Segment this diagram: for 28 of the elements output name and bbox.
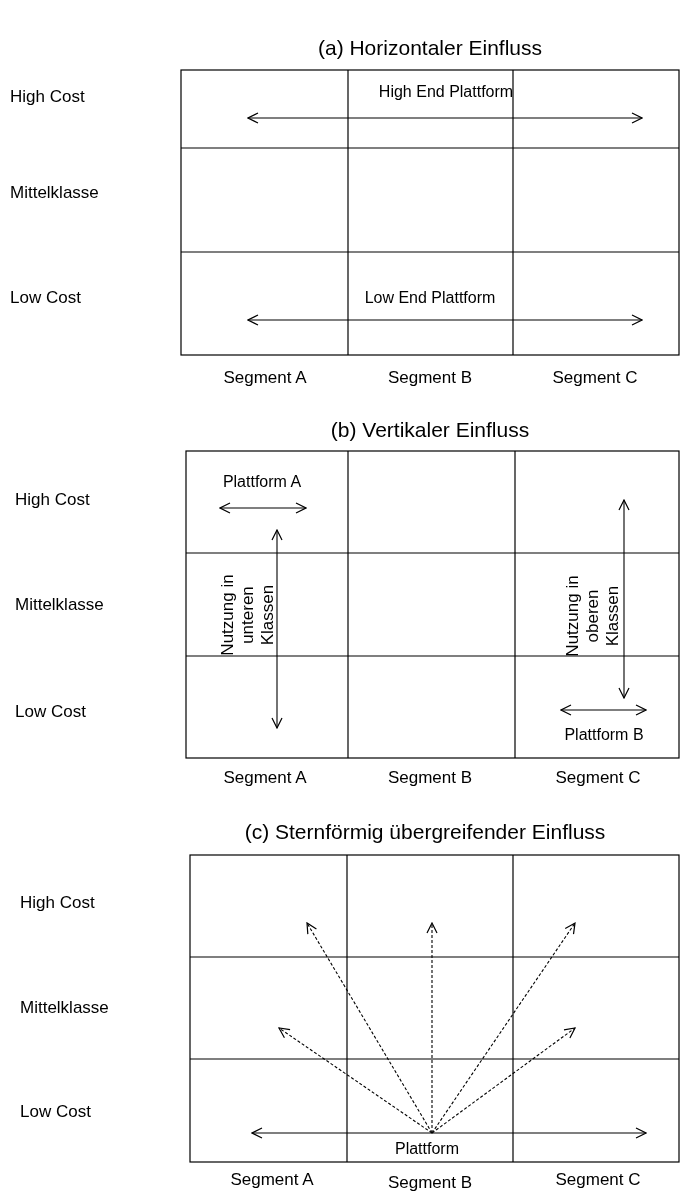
column-label: Segment B [387,768,473,788]
column-label: Segment C [552,368,638,388]
row-label: High Cost [15,490,90,510]
column-label: Segment A [230,1170,314,1190]
arrow-label: Low End Plattform [364,288,496,308]
arrow-label: High End Plattform [378,82,514,102]
arrow-label: Nutzung in oberen Klassen [563,574,623,659]
row-label: Low Cost [10,288,81,308]
column-label: Segment B [387,1173,473,1193]
row-label: High Cost [20,893,95,913]
column-label: Segment A [223,768,307,788]
row-label: High Cost [10,87,85,107]
row-label: Low Cost [20,1102,91,1122]
arrow-label: Plattform B [564,725,644,745]
arrow-label: Plattform [395,1139,459,1159]
row-label: Low Cost [15,702,86,722]
panel-title: (b) Vertikaler Einfluss [330,420,530,440]
column-label: Segment C [555,1170,641,1190]
column-label: Segment A [223,368,307,388]
arrow-label: Plattform A [222,472,302,492]
row-label: Mittelklasse [15,595,104,615]
panel-title: (c) Sternförmig übergreifender Einfluss [244,822,606,842]
column-label: Segment B [387,368,473,388]
row-label: Mittelklasse [20,998,109,1018]
column-label: Segment C [555,768,641,788]
panel-title: (a) Horizontaler Einfluss [317,38,543,58]
row-label: Mittelklasse [10,183,99,203]
arrow-label: Nutzung in unteren Klassen [218,573,278,658]
